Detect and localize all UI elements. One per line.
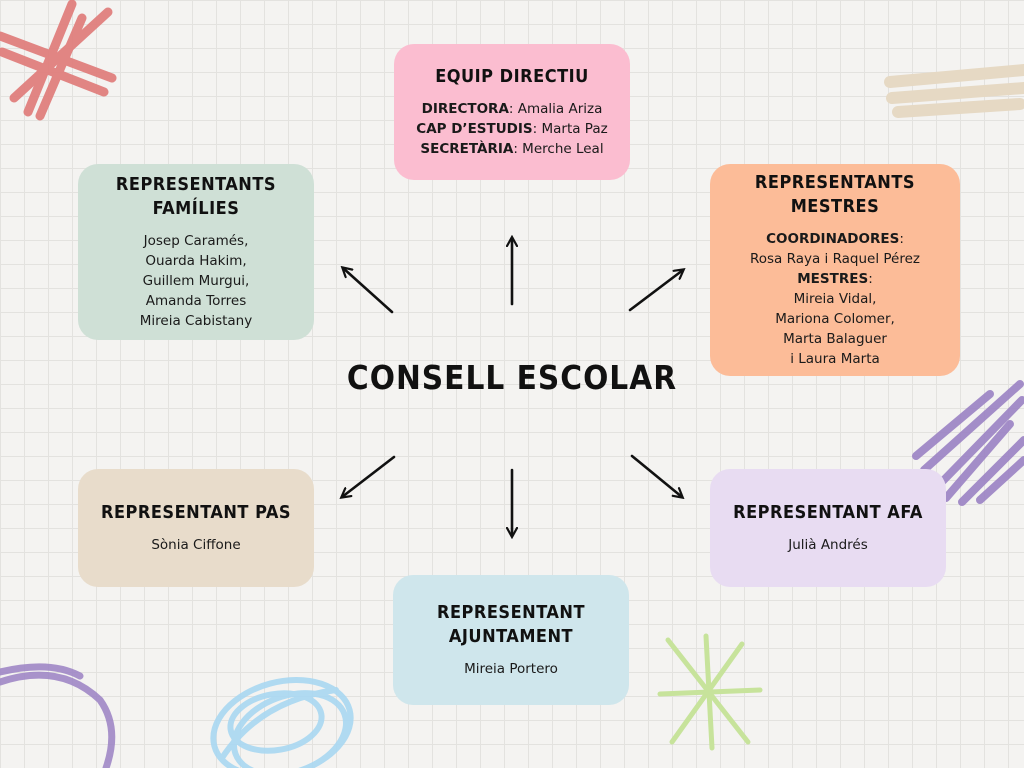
purple-swirl-scribble [0,663,116,768]
blue-loop-scribble [210,677,354,768]
mestre-name: Marta Balaguer [783,331,887,347]
equip-directiu-title: EQUIP DIRECTIU [435,66,589,87]
family-member: Ouarda Hakim, [145,253,247,269]
mestre-name: i Laura Marta [790,351,880,367]
purple-brush-scribble [912,380,1024,506]
representant-pas-title: REPRESENTANT PAS [100,502,292,523]
arrow-to-mestres [628,270,683,312]
representant-afa-title: REPRESENTANT AFA [733,502,923,523]
equip-directiu-members: DIRECTORA: Amalia Ariza CAP D’ESTUDIS: M… [416,99,607,159]
pas-member: Sònia Ciffone [151,537,241,553]
equip-directiu-box: EQUIP DIRECTIU DIRECTORA: Amalia Ariza C… [394,44,630,180]
tan-brush-scribble [884,64,1024,118]
afa-member: Julià Andrés [788,537,868,553]
representants-families-title: REPRESENTANTS FAMÍLIES [115,174,277,219]
family-member: Mireia Cabistany [139,313,253,329]
mestre-name: Mariona Colomer, [775,311,895,327]
family-member: Guillem Murgui, [142,273,250,289]
arrow-to-families [343,268,394,314]
representant-afa-box: REPRESENTANT AFA Julià Andrés [710,469,946,587]
representants-mestres-box: REPRESENTANTS MESTRES COORDINADORES: Ros… [710,164,960,376]
mestres-members: COORDINADORES: Rosa Raya i Raquel Pérez … [750,229,920,369]
coordinadores-label: COORDINADORES: [766,231,904,247]
representant-ajuntament-box: REPRESENTANT AJUNTAMENT Mireia Portero [393,575,629,705]
coordinadores-names: Rosa Raya i Raquel Pérez [749,251,921,267]
green-star-scribble [657,633,763,751]
role-directora: DIRECTORA: Amalia Ariza [421,101,603,117]
role-cap-estudis: CAP D’ESTUDIS: Marta Paz [416,121,608,137]
family-member: Josep Caramés, [143,233,249,249]
families-members: Josep Caramés, Ouarda Hakim, Guillem Mur… [140,231,252,331]
representants-mestres-title: REPRESENTANTS MESTRES [754,172,916,217]
mestres-label: MESTRES: [797,271,873,287]
red-star-scribble [0,0,117,121]
arrow-to-afa [630,454,682,497]
role-secretaria: SECRETÀRIA: Merche Leal [420,141,604,157]
consell-escolar-title: CONSELL ESCOLAR [346,358,678,397]
representants-families-box: REPRESENTANTS FAMÍLIES Josep Caramés, Ou… [78,164,314,340]
family-member: Amanda Torres [145,293,247,309]
arrow-to-pas [342,455,396,497]
ajuntament-member: Mireia Portero [464,661,558,677]
representant-ajuntament-title: REPRESENTANT AJUNTAMENT [436,602,585,647]
representant-pas-box: REPRESENTANT PAS Sònia Ciffone [78,469,314,587]
mestre-name: Mireia Vidal, [793,291,877,307]
